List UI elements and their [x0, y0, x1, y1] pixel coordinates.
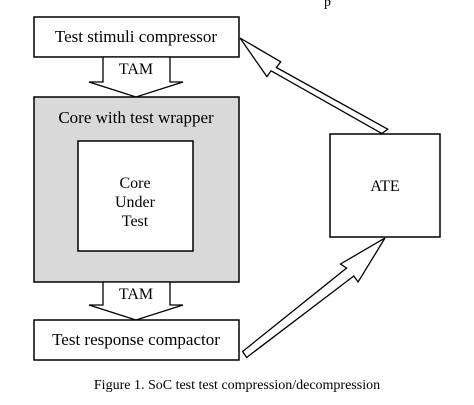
tam-top-arrow: TAM: [88, 56, 184, 98]
core-under-test-block: Core Under Test: [77, 140, 194, 252]
core-line-1: Core: [119, 175, 150, 192]
core-line-3: Test: [122, 213, 149, 230]
core-line-2: Under: [115, 194, 156, 211]
compressor-label: Test stimuli compressor: [55, 27, 218, 46]
compactor-to-ate-arrow: [241, 237, 386, 359]
compactor-label: Test response compactor: [52, 330, 220, 349]
ate-block: ATE: [329, 133, 441, 238]
tam-bottom-arrow: TAM: [88, 281, 184, 321]
figure-caption: Figure 1. SoC test test compression/deco…: [94, 378, 380, 393]
ate-to-compressor-arrow: [239, 37, 390, 135]
tam-top-label: TAM: [119, 61, 153, 78]
compressor-block: Test stimuli compressor: [33, 16, 240, 58]
wrapper-label: Core with test wrapper: [58, 108, 214, 127]
ate-label: ATE: [370, 178, 399, 195]
tam-bottom-label: TAM: [119, 286, 153, 303]
compactor-block: Test response compactor: [33, 319, 240, 361]
header-fragment: p: [324, 0, 331, 10]
